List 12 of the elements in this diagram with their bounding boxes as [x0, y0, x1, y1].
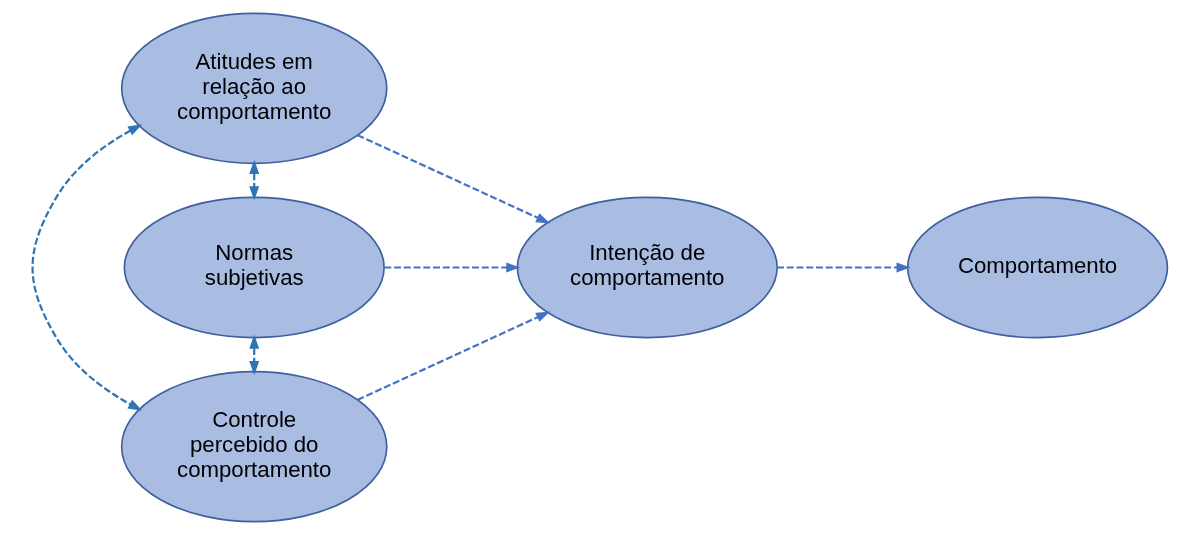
node-ellipse: Comportamento	[906, 196, 1168, 339]
arrow	[248, 334, 259, 376]
arrow	[356, 311, 550, 401]
arrow	[248, 159, 259, 201]
node-ellipse: Controle percebido do comportamento	[120, 370, 388, 523]
arrow	[356, 134, 550, 224]
node-ellipse: Intenção de comportamento	[516, 196, 778, 339]
node-ellipse: Atitudes em relação ao comportamento	[120, 12, 388, 165]
arrow	[384, 262, 520, 273]
node-ellipse: Normas subjetivas	[123, 196, 385, 339]
arrow	[31, 124, 142, 411]
arrow	[776, 262, 911, 273]
